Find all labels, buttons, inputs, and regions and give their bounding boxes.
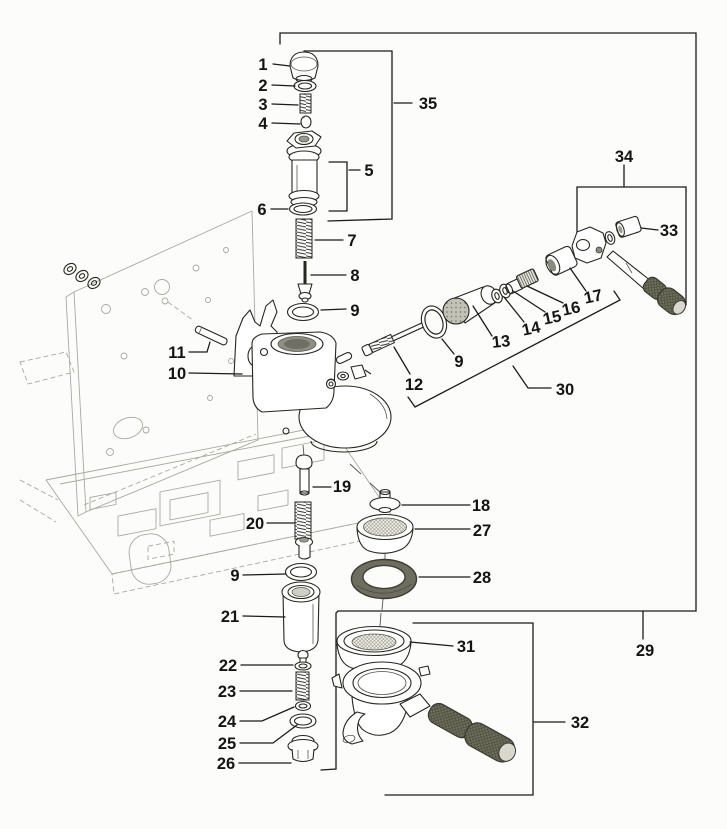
callout-26: 26 [217, 755, 235, 773]
part-9-oring-mid [420, 305, 448, 339]
callout-20: 20 [246, 515, 264, 533]
part-1-cap-knob [289, 51, 319, 84]
part-6-oring [288, 202, 318, 216]
portafilter-handle [427, 702, 517, 763]
part-33-bushing [615, 215, 642, 238]
callout-21: 21 [221, 608, 239, 626]
leader-lines [188, 63, 659, 764]
callout-35: 35 [419, 95, 437, 113]
callout-27: 27 [473, 522, 491, 540]
part-32-portafilter [331, 661, 517, 763]
callout-10: 10 [168, 365, 186, 383]
part-7-spring [295, 218, 313, 259]
callout-33: 33 [660, 222, 678, 240]
alignment-lines [302, 444, 386, 627]
part-10-group-head [233, 299, 392, 453]
bracket-34 [576, 186, 687, 306]
callout-30: 30 [556, 381, 574, 399]
part-20-spring [294, 501, 312, 540]
part-23-spring [295, 671, 310, 701]
valve-body-fitting [286, 130, 322, 164]
callout-5: 5 [364, 162, 373, 180]
part-24-oring-small [294, 700, 312, 712]
part-11-pin [194, 325, 228, 346]
callout-24: 24 [218, 713, 237, 731]
callout-9a: 9 [350, 302, 359, 320]
callout-17: 17 [582, 286, 604, 307]
callout-1: 1 [258, 56, 267, 74]
callout-25: 25 [218, 735, 236, 753]
callout-4: 4 [258, 115, 268, 133]
box-32 [384, 622, 534, 796]
part-22-valve [294, 649, 312, 671]
part-9-oring-top [286, 302, 320, 322]
callout-23: 23 [218, 683, 236, 701]
part-34-lever-group [571, 215, 687, 316]
callout-6: 6 [257, 201, 266, 219]
callout-12: 12 [405, 376, 423, 394]
handle-neck [399, 693, 431, 718]
callout-19: 19 [333, 478, 351, 496]
callout-2: 2 [258, 77, 267, 95]
callout-3: 3 [258, 96, 267, 114]
part-13-piston-assembly [442, 285, 498, 325]
callout-32: 32 [571, 714, 589, 732]
callout-14: 14 [520, 318, 542, 340]
callout-11: 11 [168, 344, 185, 362]
bracket-30 [407, 290, 621, 408]
collar-lug-left [331, 673, 343, 689]
callout-labels: 1 2 3 4 5 6 7 8 9 10 11 12 9 13 14 15 16… [168, 56, 678, 773]
part-26-fitting [287, 734, 319, 763]
callout-7: 7 [347, 232, 356, 250]
callout-15: 15 [541, 307, 563, 328]
part-3-spring [299, 93, 312, 114]
lever-handle-grip [642, 276, 687, 316]
callout-31: 31 [457, 638, 475, 656]
callout-9b: 9 [454, 353, 463, 371]
callout-13: 13 [491, 332, 511, 352]
part-19-valve-pin [295, 454, 313, 496]
callout-28: 28 [473, 569, 491, 587]
group-brackets [279, 32, 697, 796]
callout-29: 29 [636, 642, 654, 660]
nozzle-fitting [294, 536, 314, 560]
callout-34: 34 [615, 148, 634, 166]
part-16-knurled-nut [515, 268, 539, 289]
callout-16: 16 [560, 298, 582, 319]
part-28-group-gasket [350, 558, 418, 600]
group-small-parts [325, 352, 372, 390]
collar-lug-right [418, 665, 431, 677]
part-17-gland-nut [545, 245, 578, 276]
frame-washers [63, 262, 101, 290]
part-18-mushroom-valve [369, 488, 401, 514]
bracket-29 [279, 32, 697, 771]
part-25-oring [289, 713, 317, 729]
callout-22: 22 [219, 657, 237, 675]
part-21-piston [281, 581, 321, 653]
bracket-35 [303, 50, 393, 222]
bracket-5 [328, 161, 348, 212]
part-5-sleeve [288, 159, 320, 208]
part-2-seal [293, 79, 317, 93]
part-8-valve-stem [297, 261, 313, 303]
part-9-oring-bottom [284, 562, 318, 582]
callout-9c: 9 [230, 567, 239, 585]
portafilter-spout [342, 711, 366, 745]
part-4-valve-ball [300, 115, 312, 129]
part-27-shower-screen [356, 513, 414, 554]
callout-18: 18 [472, 497, 490, 515]
callout-8: 8 [350, 267, 359, 285]
